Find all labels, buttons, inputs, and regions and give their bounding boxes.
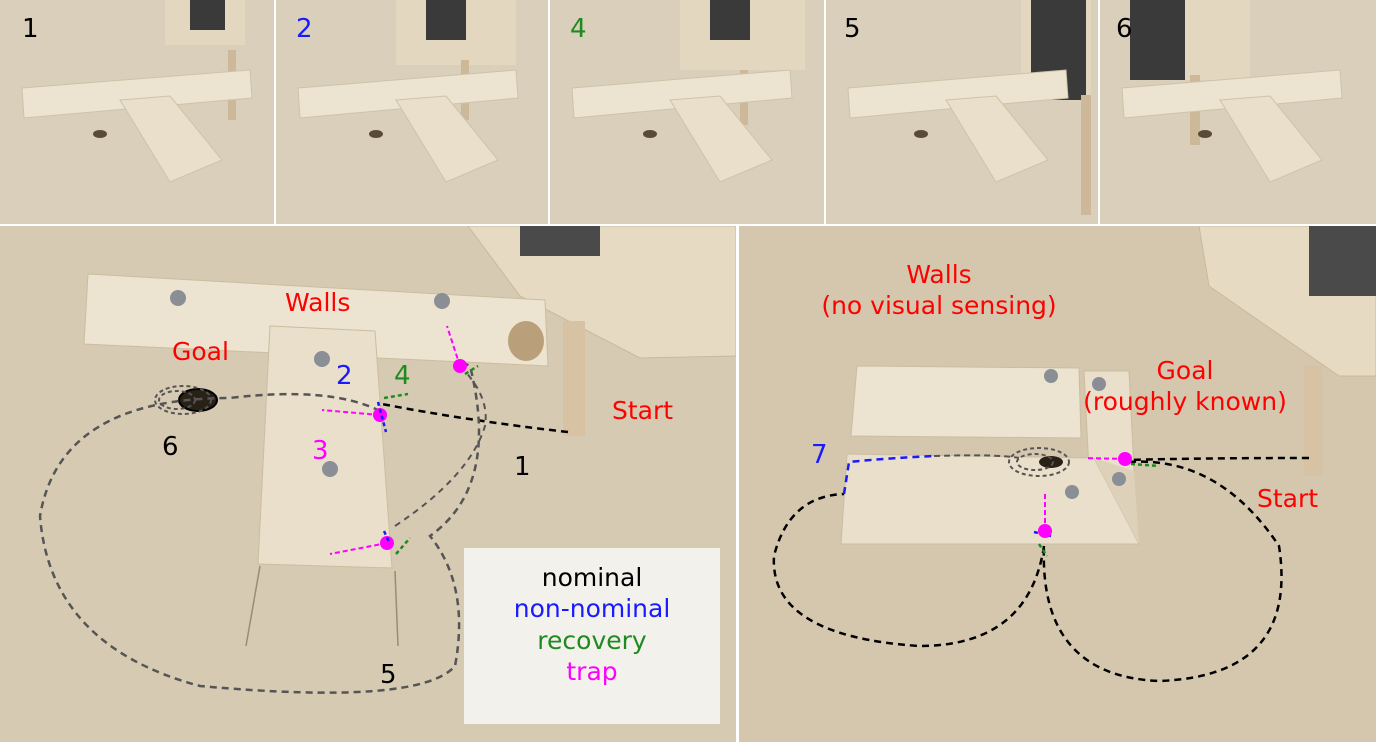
right-walls-line2: (no visual sensing)	[821, 291, 1057, 320]
right-scene-photo	[739, 226, 1376, 742]
frame-3-label: 4	[570, 14, 587, 44]
frame-3-photo	[550, 0, 824, 224]
frame-1-photo	[0, 0, 274, 224]
frame-3: 4	[550, 0, 824, 224]
right-walls-line1: Walls	[906, 260, 972, 289]
legend-trap: trap	[566, 656, 618, 686]
step-2-label: 2	[336, 361, 353, 391]
frame-1: 1	[0, 0, 274, 224]
step-1-label: 1	[514, 452, 531, 482]
frame-4: 5	[826, 0, 1098, 224]
frame-5-photo	[1100, 0, 1376, 224]
legend-box: nominal non-nominal recovery trap	[464, 548, 720, 724]
step-6-label: 6	[162, 432, 179, 462]
goal-label: Goal	[172, 337, 229, 366]
right-scene-panel: Walls (no visual sensing) Goal (roughly …	[739, 226, 1376, 742]
left-scene-panel: Walls Goal Start 1 2 3 4 5 6 nominal non…	[0, 226, 736, 742]
frame-2-label: 2	[296, 14, 313, 44]
right-goal-line2: (roughly known)	[1083, 387, 1287, 416]
right-walls-label: Walls (no visual sensing)	[779, 262, 1099, 318]
step-3-label: 3	[312, 436, 329, 466]
frame-5: 6	[1100, 0, 1376, 224]
frame-1-label: 1	[22, 14, 39, 44]
frame-2: 2	[276, 0, 548, 224]
frame-5-label: 6	[1116, 14, 1133, 44]
frame-4-photo	[826, 0, 1098, 224]
frame-2-photo	[276, 0, 548, 224]
frame-4-label: 5	[844, 14, 861, 44]
legend-non-nominal: non-nominal	[513, 594, 671, 624]
step-7-label: 7	[811, 440, 828, 470]
step-4-label: 4	[394, 361, 411, 391]
legend-recovery: recovery	[537, 625, 647, 655]
right-goal-line1: Goal	[1156, 356, 1214, 385]
start-label: Start	[612, 396, 674, 425]
step-5-label: 5	[380, 660, 397, 690]
right-goal-label: Goal (roughly known)	[1055, 358, 1315, 414]
walls-label: Walls	[285, 288, 351, 317]
legend-nominal: nominal	[541, 563, 643, 592]
right-start-label: Start	[1257, 484, 1319, 513]
